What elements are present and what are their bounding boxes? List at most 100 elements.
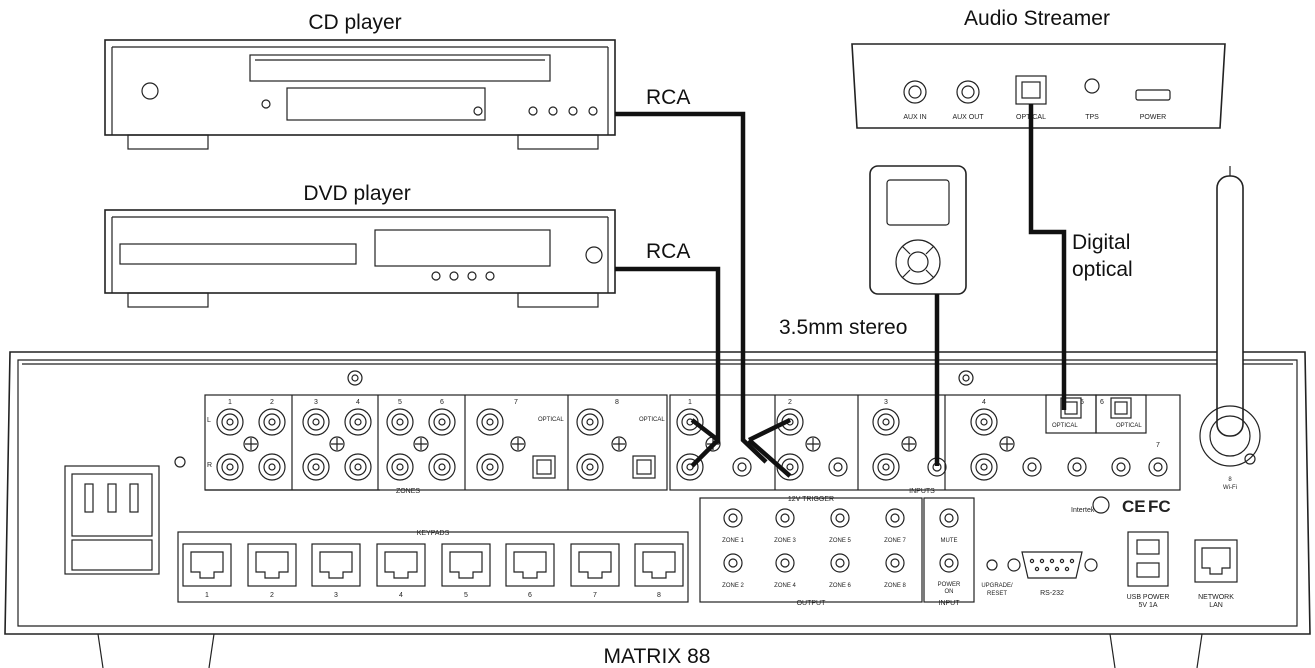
rca-jack-icon	[344, 408, 372, 436]
dvd-display-icon	[374, 229, 551, 267]
rs232-port-icon	[1021, 551, 1083, 579]
input6-optical-label: OPTICAL	[1116, 423, 1142, 429]
input-number: 5	[1080, 399, 1084, 406]
trigger-jack-icon	[775, 508, 795, 528]
wifi-label: Wi-Fi	[1223, 485, 1237, 491]
usb-power-label: 5V 1A	[1138, 602, 1157, 609]
input-number: 4	[982, 399, 986, 406]
rca-jack-icon	[216, 408, 244, 436]
streamer-port-label: POWER	[1140, 114, 1166, 121]
rca-jack-icon	[576, 408, 604, 436]
zone-number: 6	[440, 399, 444, 406]
dvd-rca-cable-r	[690, 438, 720, 468]
usb-power-port-icon	[1127, 531, 1169, 587]
screw-icon	[243, 436, 259, 452]
dvd-rca-cable-l	[615, 266, 721, 445]
rca-jack-icon	[302, 408, 330, 436]
rca-jack-icon	[776, 408, 804, 436]
upgrade-label: RESET	[987, 591, 1007, 597]
keypad-number: 8	[657, 592, 661, 599]
streamer-usb-port-icon	[1135, 89, 1171, 101]
dvd-player-label: DVD player	[303, 182, 410, 205]
upgrade-label: UPGRADE/	[981, 583, 1013, 589]
cd-player: CD player	[104, 11, 616, 150]
portable-player-screen-icon	[886, 179, 950, 226]
zone8-optical-port-icon	[632, 455, 656, 479]
mini-jack-icon	[1022, 457, 1042, 477]
matrix-88-amplifier: MATRIX 88 L R 1 2 3 4 5 6 7 8 OPTICAL	[4, 166, 1311, 668]
optical-cable-label-line2: optical	[1072, 258, 1133, 281]
rca-jack-icon	[872, 408, 900, 436]
dvd-rca-label: RCA	[646, 240, 690, 263]
mute-label: MUTE	[941, 538, 958, 544]
trigger-label: 12V TRIGGER	[788, 496, 834, 503]
zone7-optical-port-icon	[532, 455, 556, 479]
network-label: LAN	[1209, 602, 1223, 609]
trigger-zone-label: ZONE 1	[722, 538, 744, 544]
input-number: 1	[688, 399, 692, 406]
intertek-label: Intertek	[1071, 507, 1095, 514]
rj45-keypad-port-icon	[634, 543, 684, 587]
screw-icon	[901, 436, 917, 452]
screw-icon	[329, 436, 345, 452]
channel-r-label: R	[207, 462, 212, 469]
control-input-label: INPUT	[939, 600, 961, 607]
zones-label: ZONES	[396, 488, 420, 495]
rca-jack-icon	[344, 453, 372, 481]
rj45-keypad-port-icon	[311, 543, 361, 587]
rj45-keypad-port-icon	[505, 543, 555, 587]
trigger-zone-label: ZONE 4	[774, 583, 796, 589]
cd-player-label: CD player	[308, 11, 401, 34]
rca-jack-icon	[576, 453, 604, 481]
screw-icon	[510, 436, 526, 452]
cd-rca-label: RCA	[646, 86, 690, 109]
keypads-section: KEYPADS 1 2 3 4 5 6 7 8	[177, 530, 689, 603]
rca-jack-icon	[676, 453, 704, 481]
cd-rca-cable-r	[748, 417, 791, 443]
zones-section: L R 1 2 3 4 5 6 7 8 OPTICAL OPTICAL ZONE…	[204, 394, 668, 495]
keypad-number: 2	[270, 592, 274, 599]
rca-jack-icon	[258, 453, 286, 481]
rca-jack-icon	[676, 408, 704, 436]
trigger-jack-icon	[830, 553, 850, 573]
portable-player	[869, 165, 967, 295]
screw-icon	[805, 436, 821, 452]
input-number: 6	[1100, 399, 1104, 406]
input5-optical-port-icon	[1060, 397, 1082, 419]
mini-jack-icon	[828, 457, 848, 477]
rs232-label: RS-232	[1040, 590, 1064, 597]
rca-jack-icon	[386, 408, 414, 436]
channel-l-label: L	[207, 417, 211, 424]
dvd-power-knob-icon	[585, 246, 603, 264]
rca-jack-icon	[216, 453, 244, 481]
input6-optical-port-icon	[1110, 397, 1132, 419]
stereo-cable-label: 3.5mm stereo	[779, 316, 907, 339]
cd-tray-icon	[249, 54, 551, 82]
keypad-number: 3	[334, 592, 338, 599]
trigger-zone-label: ZONE 7	[884, 538, 906, 544]
cables: RCA RCA 3.5mm stereo Digital optical	[615, 86, 1133, 478]
output-label: OUTPUT	[797, 600, 827, 607]
rca-jack-icon	[428, 408, 456, 436]
zone8-optical-label: OPTICAL	[639, 417, 665, 423]
rj45-keypad-port-icon	[182, 543, 232, 587]
zone-number: 3	[314, 399, 318, 406]
matrix-label: MATRIX 88	[604, 645, 711, 668]
zone-number: 5	[398, 399, 402, 406]
input5-optical-label: OPTICAL	[1052, 423, 1078, 429]
power-on-label: POWER	[938, 582, 961, 588]
keypad-number: 1	[205, 592, 209, 599]
trigger-jack-icon	[885, 553, 905, 573]
mini-jack-icon	[1067, 457, 1087, 477]
power-inlet	[64, 465, 160, 575]
rca-jack-icon	[302, 453, 330, 481]
portable-player-body	[869, 165, 967, 295]
trigger-zone-label: ZONE 8	[884, 583, 906, 589]
rca-jack-icon	[258, 408, 286, 436]
trigger-jack-icon	[723, 553, 743, 573]
screw-icon	[611, 436, 627, 452]
wifi-number: 8	[1228, 477, 1232, 483]
fcc-mark: FC	[1148, 497, 1171, 516]
rj45-keypad-port-icon	[570, 543, 620, 587]
